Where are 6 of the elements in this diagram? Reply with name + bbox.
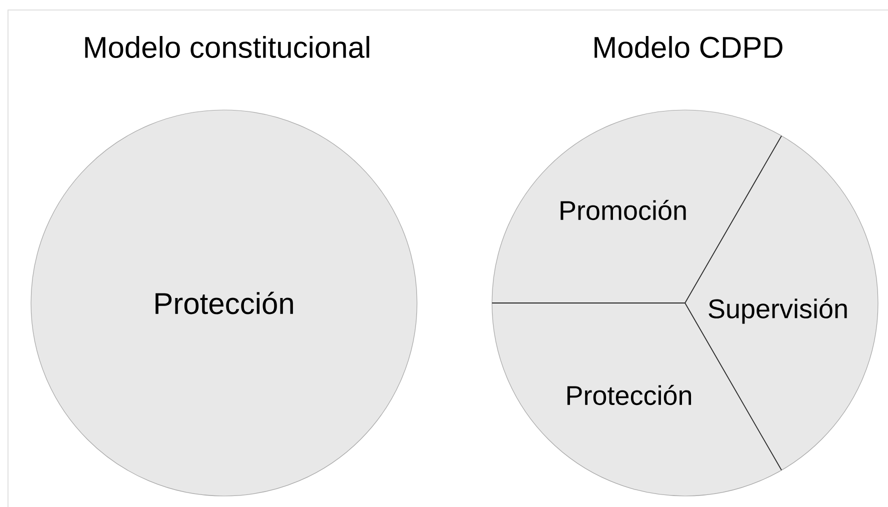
pie-sector: Supervisión xyxy=(708,298,847,324)
pie-sector: Protección xyxy=(567,384,692,406)
heading: Modelo constitucional xyxy=(85,36,370,58)
pie-sector: Promoción xyxy=(560,200,686,220)
circle xyxy=(492,110,878,496)
heading: Modelo CDPD xyxy=(594,36,782,58)
